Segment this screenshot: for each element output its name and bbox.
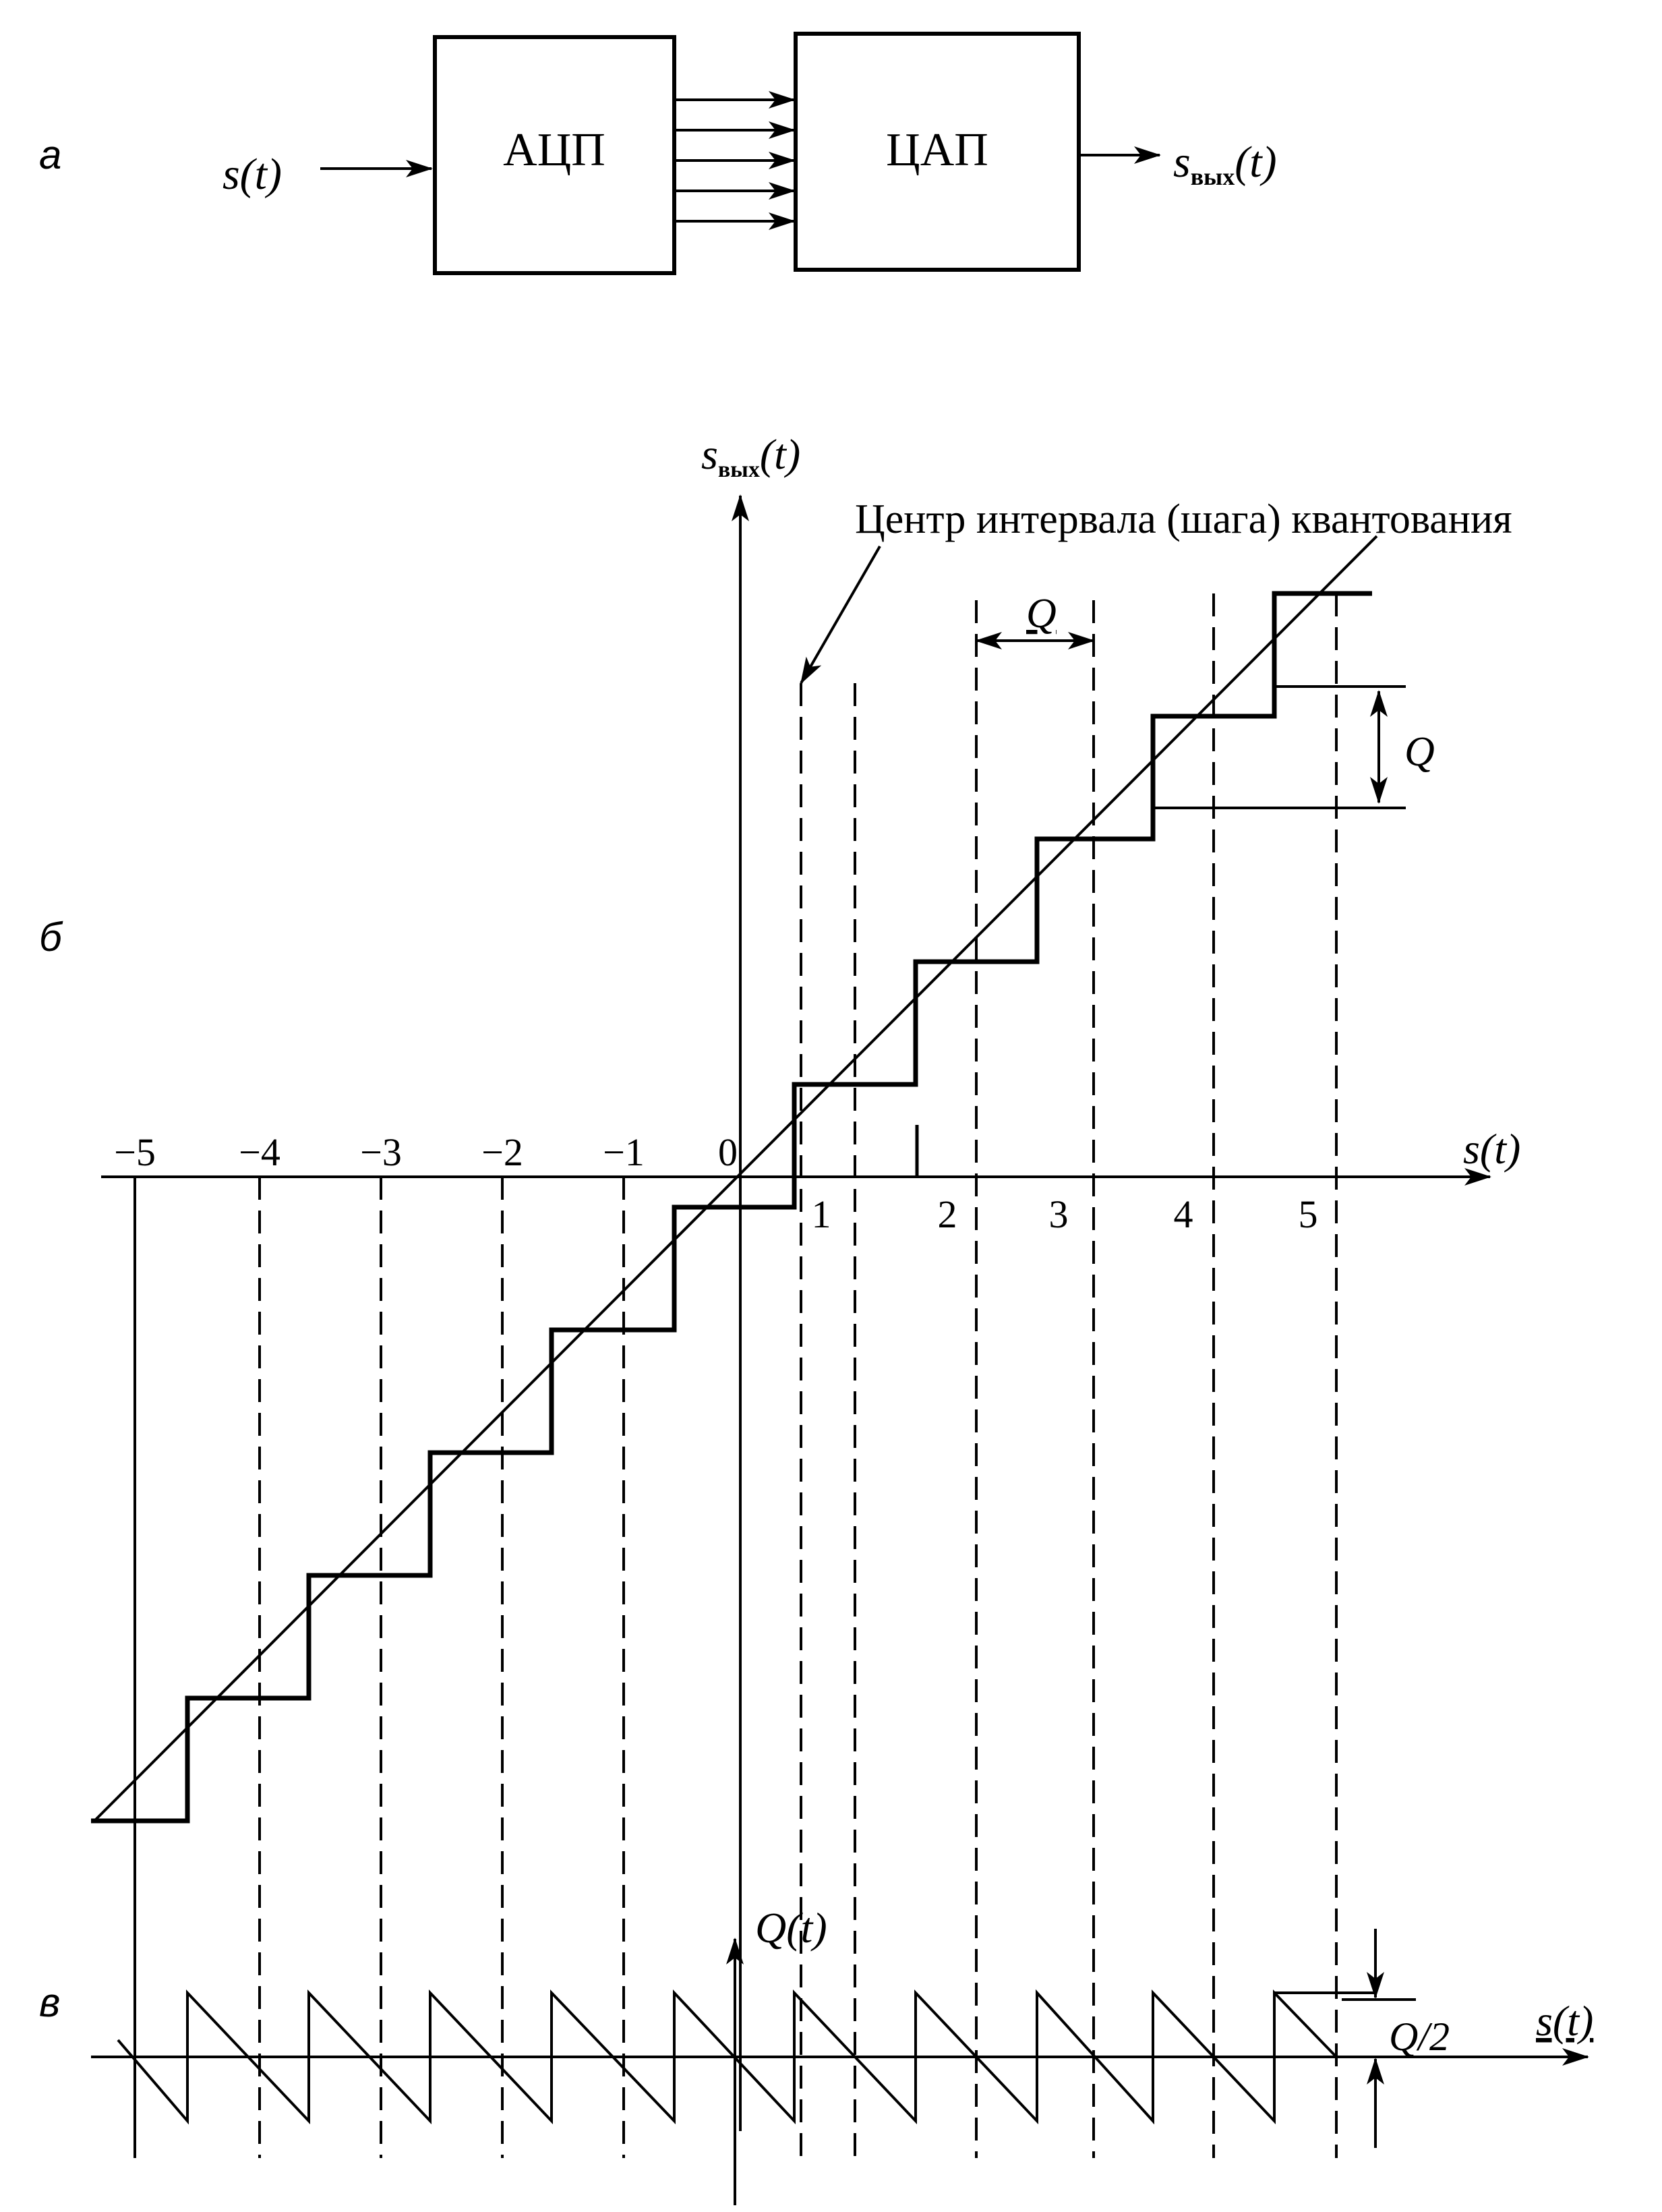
tick-label-neg-4: −4 [239,1130,280,1174]
dac-block [796,34,1079,270]
q-level-vertical-label: Q [1404,729,1435,775]
positive-tick-labels: 1 2 3 4 5 [812,1192,1318,1236]
panel-a-marker: а [39,132,61,177]
tick-label-neg-2: −2 [481,1130,523,1174]
panel-a-block-diagram: а s(t) АЦП ЦАП sвых(t) [39,34,1277,273]
panel-b-marker: б [39,914,63,960]
tick-label-pos-4: 4 [1174,1192,1193,1236]
ideal-transfer-line [94,536,1377,1821]
half-q-label: Q/2 [1389,2014,1450,2059]
x-axis-s-label: s(t) [1463,1125,1520,1173]
y-axis-q-error-label: Q(t) [755,1904,827,1952]
quantizer-staircase [91,593,1372,1821]
adc-label: АЦП [503,124,605,176]
tick-label-pos-2: 2 [938,1192,957,1236]
digital-bus [674,91,796,230]
annotation-pointer [801,546,880,685]
panel-b-transfer-characteristic: б sвых(t) s(t) −5 −4 −3 −2 −1 0 1 2 3 4 5 Центр … [39,430,1520,2158]
quantization-center-annotation: Центр интервала (шага) квантования [855,496,1512,542]
tick-label-zero: 0 [718,1130,738,1174]
y-axis-sout-label: sвых(t) [701,430,800,482]
input-signal-label: s(t) [222,150,282,199]
q-step-horizontal-label: Q [1026,591,1057,637]
quantization-center-lines [135,593,1336,2158]
tick-label-neg-5: −5 [114,1130,156,1174]
adc-block [435,37,674,273]
tick-label-pos-1: 1 [812,1192,831,1236]
output-signal-label: sвых(t) [1173,138,1277,190]
tick-label-neg-1: −1 [603,1130,645,1174]
quantization-error-sawtooth [118,1993,1336,2121]
panel-c-marker: в [39,1980,60,2025]
negative-tick-labels: −5 −4 −3 −2 −1 [114,1130,645,1174]
dac-label: ЦАП [886,124,988,176]
panel-c-quantization-error: в Q(t) s(t) Q/2 [39,1904,1593,2205]
tick-label-neg-3: −3 [360,1130,402,1174]
tick-label-pos-3: 3 [1049,1192,1069,1236]
tick-label-pos-5: 5 [1299,1192,1318,1236]
x-axis-s-error-label: s(t) [1536,1997,1593,2045]
